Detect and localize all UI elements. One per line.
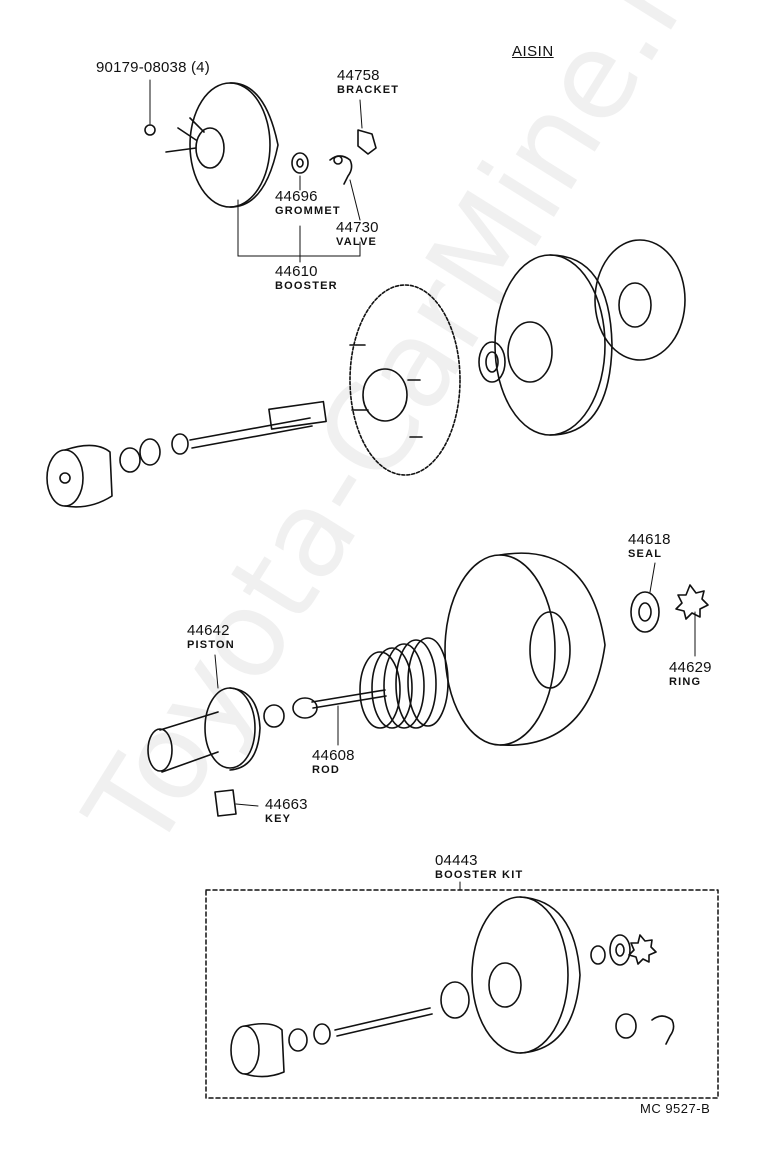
brand-label: AISIN [512, 43, 554, 60]
leader-lines-middle [214, 562, 696, 807]
kit-part-name: BOOSTER KIT [435, 869, 524, 881]
key-part-number: 44663 [265, 796, 308, 813]
bracket-part-number: 44758 [337, 67, 380, 84]
kit-boot-icon [230, 1022, 285, 1078]
booster-part-number: 44610 [275, 263, 318, 280]
seal-part-number: 44618 [628, 531, 671, 548]
drawing-code: MC 9527-B [640, 1101, 711, 1116]
booster-part-name: BOOSTER [275, 280, 338, 292]
kit-small-parts [590, 934, 675, 1045]
grommet-part-number: 44696 [275, 188, 318, 205]
key-part-name: KEY [265, 813, 292, 825]
booster-assembly-small [144, 82, 279, 208]
seal-44618-icon [630, 591, 660, 633]
front-shell [494, 254, 613, 436]
boot-icon [46, 444, 113, 508]
piston-part-number: 44642 [187, 622, 230, 639]
key-icon [214, 789, 237, 817]
booster-shell-large [444, 552, 606, 746]
rear-shell [349, 284, 461, 476]
diaphragm [594, 239, 686, 361]
valve-part-name: VALVE [336, 236, 378, 248]
spring-icon [359, 637, 449, 729]
rod-part-number: 44608 [312, 747, 355, 764]
kit-shell [471, 896, 581, 1054]
kit-part-number: 04443 [435, 852, 478, 869]
bracket-part-name: BRACKET [337, 84, 400, 96]
valve-part-number: 44730 [336, 219, 379, 236]
rod-icon [263, 689, 387, 728]
kit-rod-assembly [288, 981, 470, 1052]
ring-part-name: RING [669, 676, 702, 688]
piston-part-name: PISTON [187, 639, 235, 651]
grommet-icon [291, 152, 309, 174]
piston-icon [147, 687, 261, 773]
seal-part-name: SEAL [628, 548, 663, 560]
bracket-icon [357, 129, 377, 155]
push-rod-assembly [119, 400, 327, 473]
seal-icon [478, 341, 506, 383]
leader-lines-top [149, 79, 363, 263]
kit-box [205, 881, 719, 1099]
ring-icon [675, 584, 709, 620]
rod-part-name: ROD [312, 764, 341, 776]
valve-icon [329, 155, 353, 185]
ring-part-number: 44629 [669, 659, 712, 676]
grommet-part-name: GROMMET [275, 205, 341, 217]
bolt-part-number: 90179-08038 (4) [96, 59, 210, 76]
